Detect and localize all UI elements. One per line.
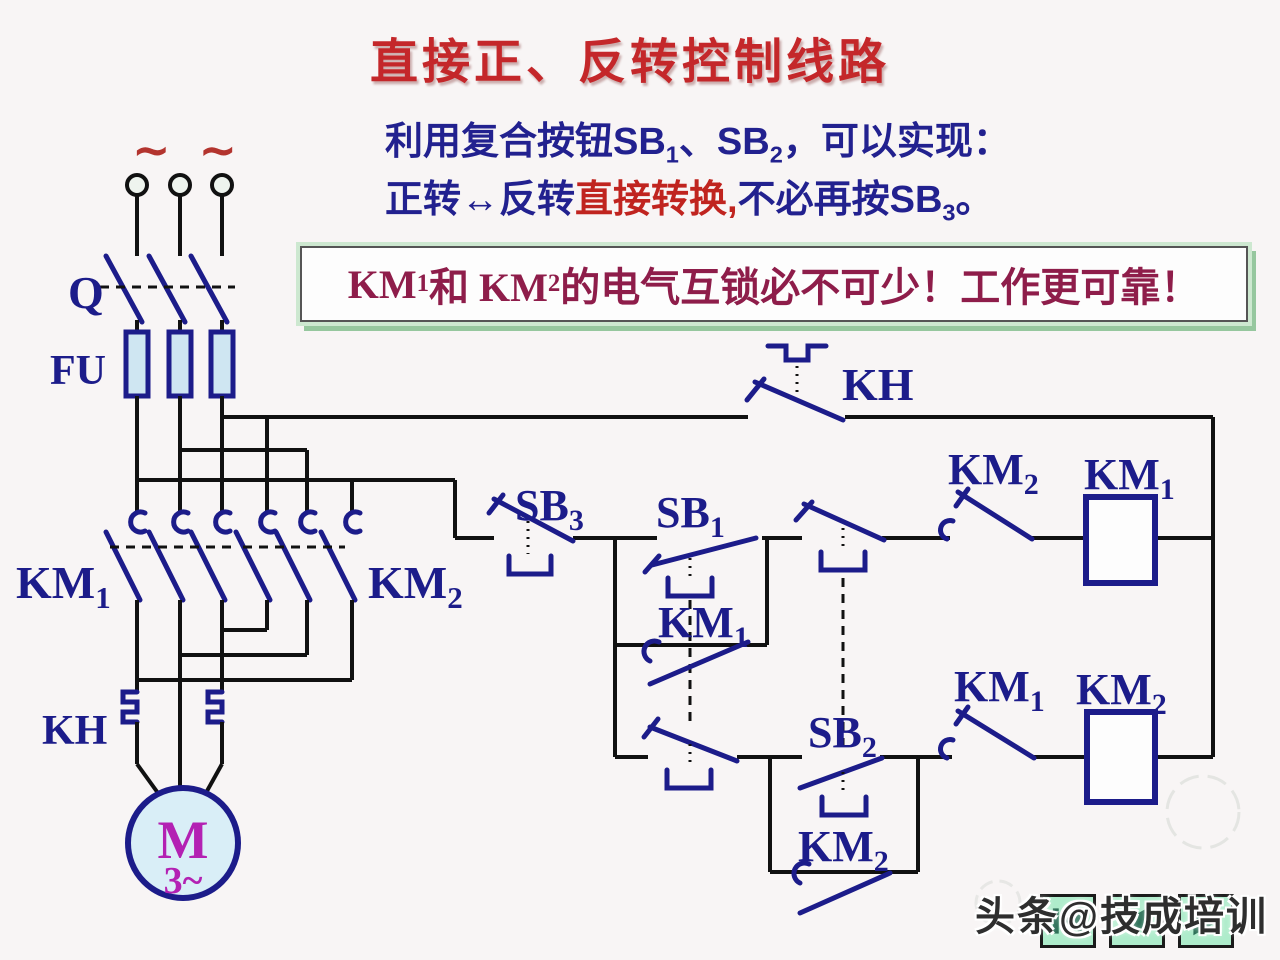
slide-nav-buttons xyxy=(1040,894,1234,948)
phase-terminal xyxy=(125,173,149,197)
subtitle2-text4: 。 xyxy=(955,179,994,221)
warning-text2: 和 KM xyxy=(429,265,548,310)
sb1-nc-contact xyxy=(641,716,740,791)
subtitle2-text3: 不必再按SB xyxy=(737,179,943,221)
sb1-label: SB1 xyxy=(656,488,725,544)
km2-selfhold-contact: KM2 xyxy=(791,822,893,916)
km1-coil: KM1 xyxy=(1083,450,1175,586)
subtitle-line-2: 正转↔反转直接转换,不必再按SB3。 xyxy=(385,168,994,227)
km1-main-contacts: KM1 xyxy=(16,509,233,615)
km1-interlock-contact: KM1 xyxy=(938,662,1045,761)
reversing-crossover-wires xyxy=(135,600,354,795)
subtitle2-text2: 反转 xyxy=(499,179,576,221)
subtitle1-text2: 、SB xyxy=(678,121,770,163)
subtitle1-sub1: 1 xyxy=(665,141,679,168)
motor: M 3~ xyxy=(125,785,241,902)
nav-back-icon xyxy=(1124,906,1150,936)
subtitle2-text1: 正转 xyxy=(385,179,462,221)
warning-text1: KM xyxy=(347,261,417,307)
sb2-label: SB2 xyxy=(808,708,877,764)
fuse xyxy=(123,329,151,399)
subtitle2-sub3: 3 xyxy=(942,199,956,226)
ghost-watermark xyxy=(974,774,1241,927)
warning-sub1: 1 xyxy=(416,270,429,297)
kh-heater-label: KH xyxy=(42,708,107,754)
phase-terminal xyxy=(168,173,192,197)
km2-selfhold-label: KM2 xyxy=(798,822,889,878)
kh-contact-label: KH xyxy=(842,359,914,410)
phase-terminal xyxy=(210,173,234,197)
motor-3ph-label: 3~ xyxy=(164,860,203,902)
km1-selfhold-contact: KM1 xyxy=(641,598,751,687)
sb2-nc-contact xyxy=(793,499,887,754)
supply-terminals: ~ ~ xyxy=(125,123,243,256)
sb2-reverse-no-contact: SB2 xyxy=(797,708,885,818)
control-rails xyxy=(573,415,1215,874)
motor-m-label: M xyxy=(158,810,209,870)
bidirectional-arrow: ↔ xyxy=(461,179,500,221)
nav-first-button[interactable] xyxy=(1040,894,1096,948)
warning-sub2: 2 xyxy=(547,270,561,297)
km2-coil: KM2 xyxy=(1076,665,1167,805)
kh-nc-contact: KH xyxy=(744,343,914,423)
kh-thermal-heaters: KH xyxy=(42,689,225,802)
q-label: Q xyxy=(68,267,104,318)
page-title: 直接正、反转控制线路 xyxy=(369,36,890,89)
km2-coil-label: KM2 xyxy=(1076,665,1167,721)
warning-text3: 的电气互锁必不可少！工作更可靠！ xyxy=(560,265,1201,310)
km1-selfhold-label: KM1 xyxy=(658,598,749,654)
fu-fuses: FU xyxy=(50,320,236,399)
subtitle-line-1: 利用复合按钮SB1、SB2，可以实现： xyxy=(385,110,1011,169)
sb1-forward-no-contact: SB1 xyxy=(642,488,759,724)
km2-interlock-contact: KM2 xyxy=(938,445,1039,542)
subtitle2-red-text: 直接转换, xyxy=(575,179,738,221)
fuse xyxy=(166,329,194,399)
subtitle1-text: 利用复合按钮SB xyxy=(385,121,666,163)
sb3-stop-button: SB3 xyxy=(486,481,584,577)
q-disconnect-switch: Q xyxy=(68,253,235,325)
km2-main-label: KM2 xyxy=(368,557,463,615)
feeder-wires xyxy=(135,396,748,540)
watermark: 头条@技成培训 xyxy=(974,895,1268,939)
ac-supply-tildes: ~ ~ xyxy=(132,123,243,177)
km1-interlock-label: KM1 xyxy=(954,662,1045,718)
fuse xyxy=(208,329,236,399)
nav-first-icon xyxy=(1052,908,1083,934)
fu-label: FU xyxy=(50,348,106,394)
km2-interlock-label: KM2 xyxy=(948,445,1039,501)
nav-forward-icon xyxy=(1193,906,1219,936)
km2-main-contacts: KM2 xyxy=(233,509,463,615)
subtitle1-text3: ，可以实现： xyxy=(782,121,1011,163)
km1-main-label: KM1 xyxy=(16,557,111,615)
km1-coil-label: KM1 xyxy=(1084,450,1175,506)
nav-forward-button[interactable] xyxy=(1178,894,1234,948)
nav-back-button[interactable] xyxy=(1109,894,1165,948)
sb3-label: SB3 xyxy=(515,481,584,537)
subtitle1-sub2: 2 xyxy=(769,141,783,168)
